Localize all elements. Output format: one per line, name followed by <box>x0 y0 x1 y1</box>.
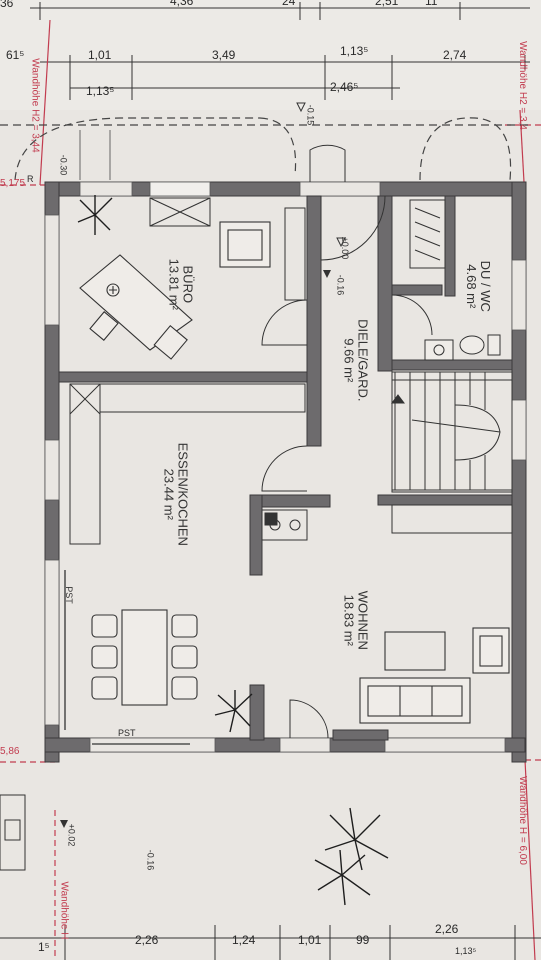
bottom-dim-15: 1⁵ <box>38 940 50 954</box>
room-label-diele: DIELE/GARD. 9.66 m² <box>341 305 370 415</box>
wall-height-right-top: Wandhöhe H2 = 3,4 <box>516 41 528 130</box>
level-outside-minus: -0.16 <box>145 849 156 871</box>
shower <box>409 199 446 269</box>
outdoor-curves <box>0 117 530 181</box>
wohnen-sideboard <box>391 504 513 534</box>
room-name-duwc: DU / WC <box>477 260 493 312</box>
left-dim-5175: 5,175 <box>0 178 26 189</box>
wall-height-left: Wandhöhe H2 = 3,44 <box>29 58 41 153</box>
left-dim-586: 5,86 <box>0 746 20 757</box>
room-area-essen: 23.44 m² <box>161 468 176 520</box>
top-dim-1135b: 1,13⁵ <box>86 84 115 98</box>
kitchen-counter <box>69 383 306 545</box>
room-label-buero: BÜRO 13.81 m² <box>166 244 195 324</box>
bottom-dim-226a: 2,26 <box>135 933 159 947</box>
r-label: R <box>27 174 34 184</box>
level-marker-icon <box>323 270 331 278</box>
top-dim-36: 36 <box>0 0 14 10</box>
bottom-dim-99: 99 <box>356 933 370 947</box>
level-marker-icon-3 <box>296 102 306 113</box>
top-dim-436: 4,36 <box>170 0 194 8</box>
room-area-wohnen: 18.83 m² <box>341 594 356 646</box>
sofa <box>359 677 471 724</box>
top-dim-1135: 1,13⁵ <box>340 44 369 58</box>
level-top-minus: -0.30 <box>58 154 69 176</box>
stove <box>261 509 308 541</box>
room-label-essen: ESSEN/KOCHEN 23.44 m² <box>161 429 190 559</box>
top-dim-11: 11 <box>425 0 438 8</box>
outdoor-blocks <box>0 794 26 871</box>
room-area-buero: 13.81 m² <box>166 258 181 310</box>
room-name-essen: ESSEN/KOCHEN <box>175 442 191 546</box>
pst-label-left: PST <box>63 586 74 604</box>
buero-cabinet <box>149 197 211 227</box>
top-dim-615: 61⁵ <box>6 48 25 62</box>
level-entry-zero: ±0.00 <box>340 236 351 260</box>
bottom-dim-124: 1,24 <box>232 933 256 947</box>
top-dimension-lines <box>30 2 530 100</box>
level-entry-minus: -0.16 <box>335 274 346 296</box>
level-marker-icon-2 <box>336 237 346 248</box>
room-name-wohnen: WOHNEN <box>355 590 371 650</box>
bottom-dimension-lines <box>0 925 541 960</box>
dining-table <box>91 609 198 706</box>
staircase <box>391 371 513 493</box>
top-dim-251: 2,51 <box>375 0 399 8</box>
room-label-duwc: DU / WC 4.68 m² <box>463 249 493 324</box>
bottom-dim-101: 1,01 <box>298 933 322 947</box>
toilet <box>459 334 501 356</box>
top-dim-24: 24 <box>282 0 296 8</box>
armchair <box>219 221 271 268</box>
room-area-diele: 9.66 m² <box>341 338 356 383</box>
pst-label-bottom: PST <box>118 728 136 738</box>
bottom-dim-1135: 1,13⁵ <box>455 946 477 956</box>
armchair-wohnen <box>472 627 510 674</box>
bottom-dim-226b: 2,26 <box>435 922 459 936</box>
top-dim-349: 3,49 <box>212 48 236 62</box>
top-dim-274: 2,74 <box>443 48 467 62</box>
buero-shelf <box>284 207 306 301</box>
plant-icon <box>77 195 389 906</box>
level-marker-icon-4 <box>60 820 68 828</box>
level-top-minus-small: -0.15 <box>305 104 316 126</box>
room-area-duwc: 4.68 m² <box>463 264 479 309</box>
top-dim-2465: 2,46⁵ <box>330 80 359 94</box>
door-swings <box>261 144 433 739</box>
room-name-diele: DIELE/GARD. <box>355 319 371 402</box>
room-label-wohnen: WOHNEN 18.83 m² <box>341 570 370 670</box>
level-outside-plus: +0.02 <box>66 823 77 847</box>
room-name-buero: BÜRO <box>180 265 196 304</box>
sink <box>424 339 454 361</box>
top-dim-101: 1,01 <box>88 48 112 62</box>
wall-height-right: Wandhöhe H = 6,00 <box>516 776 528 865</box>
coffee-table <box>384 631 446 671</box>
outer-openings <box>44 181 527 753</box>
desk <box>79 254 193 360</box>
wall-height-left-bottom: Wandhöhe H <box>58 881 70 940</box>
interior-walls <box>58 195 513 741</box>
